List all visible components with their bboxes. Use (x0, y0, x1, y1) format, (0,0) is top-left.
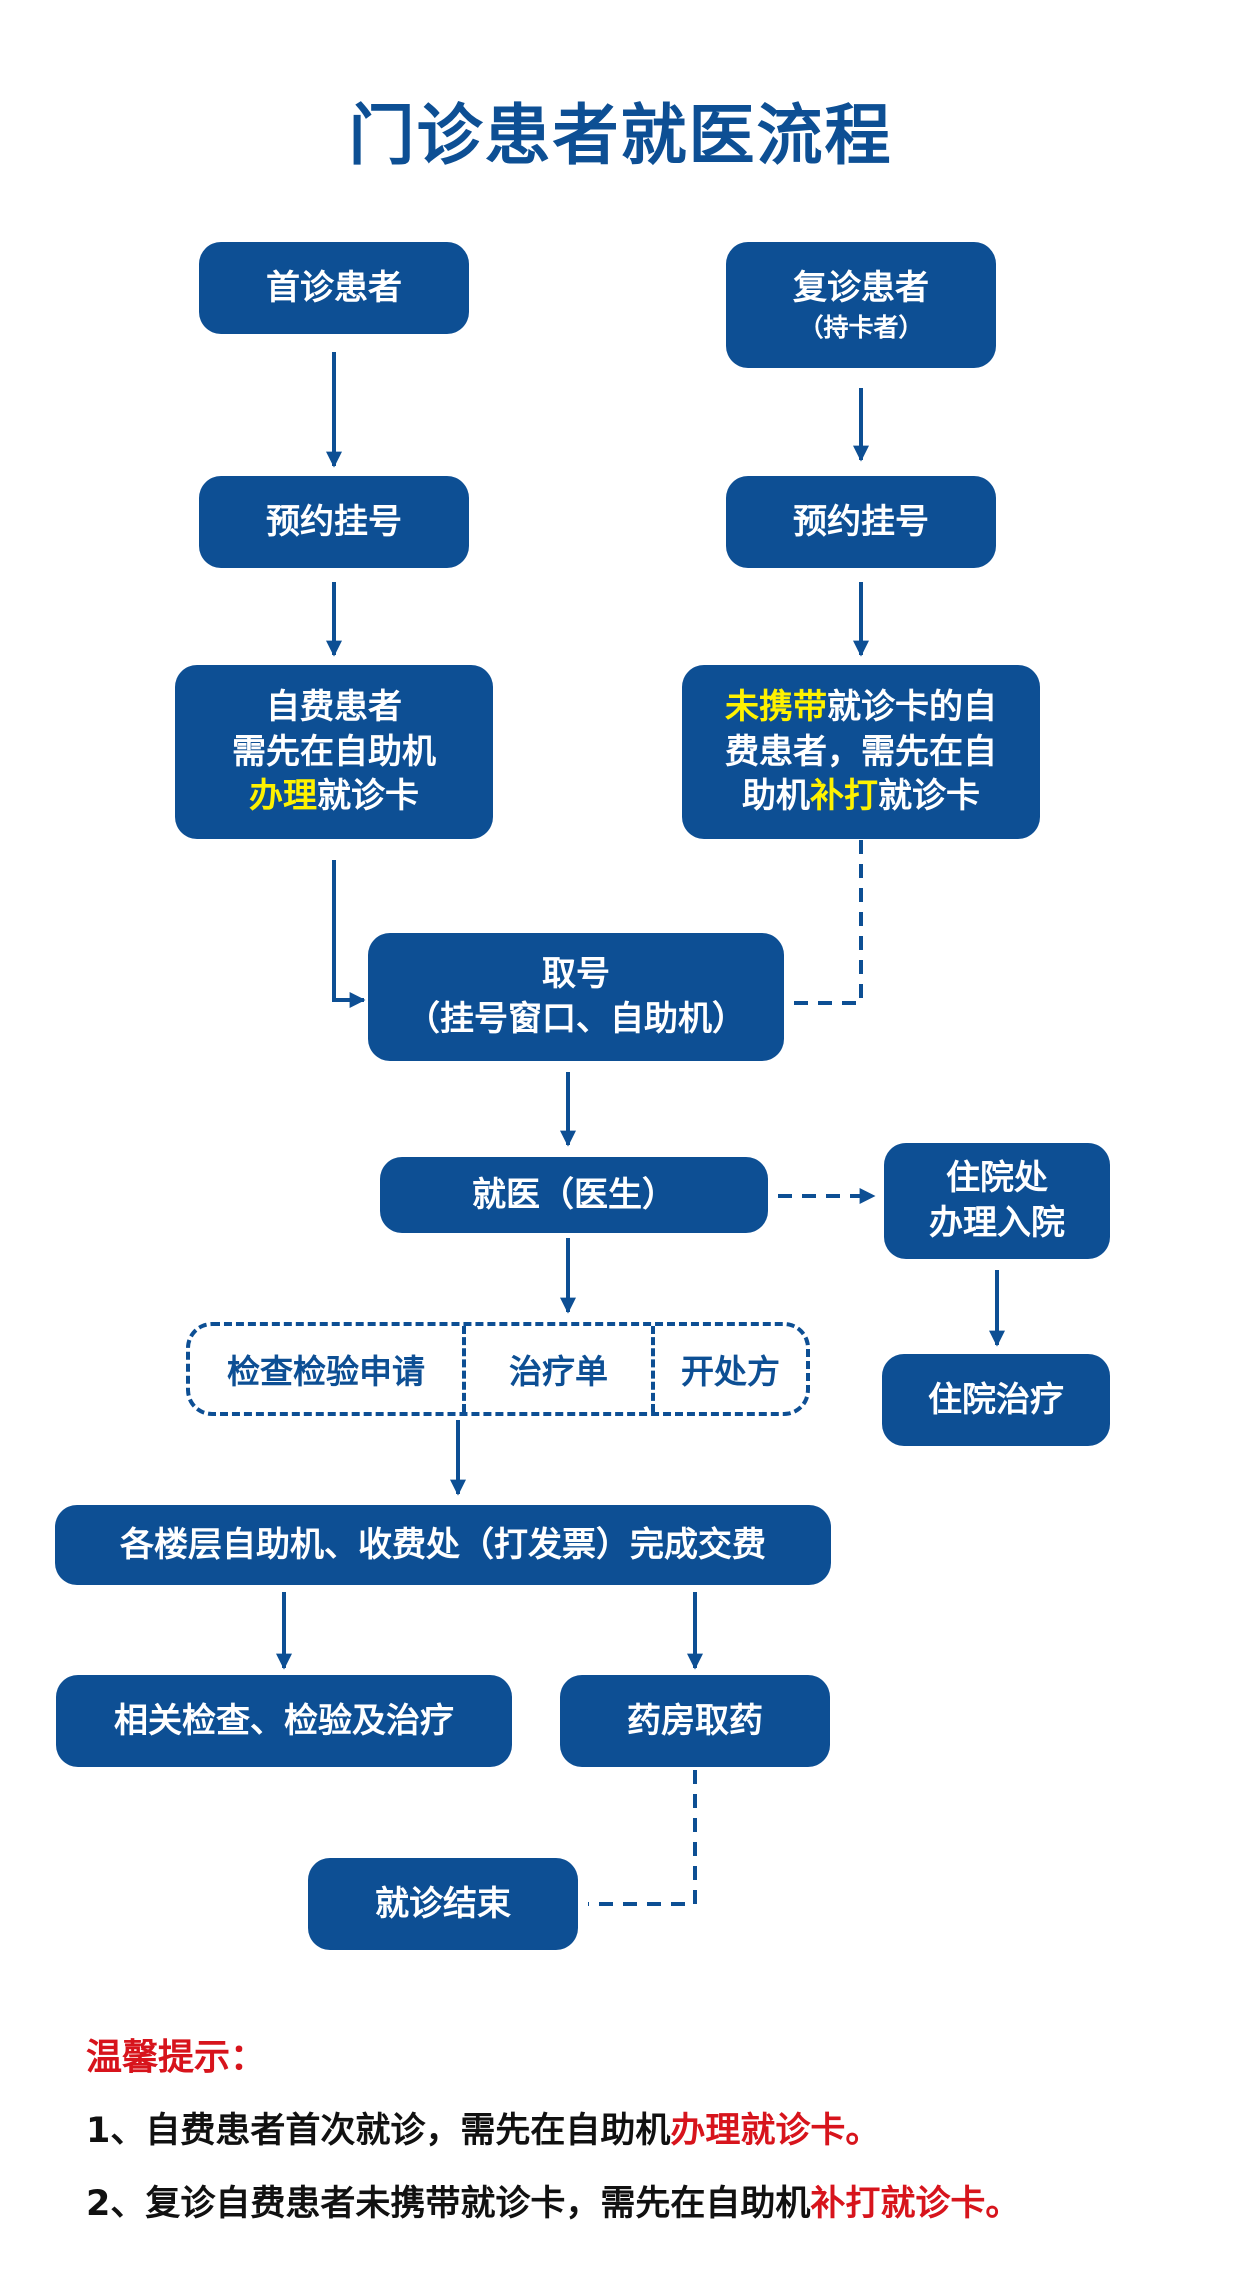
selfpay-new-line3: 办理就诊卡 (249, 774, 419, 819)
page-title: 门诊患者就医流程 (348, 97, 893, 174)
return-visit-sublabel: （持卡者） (798, 312, 924, 342)
exam-treatment-label: 相关检查、检验及治疗 (114, 1700, 454, 1741)
selfpay-return-pre3: 助机 (742, 776, 810, 817)
get-number-line2: （挂号窗口、自助机） (406, 999, 746, 1039)
selfpay-new-highlight: 办理 (249, 776, 317, 817)
inpatient-office-line1: 住院处 (946, 1158, 1048, 1199)
reserve-right-label: 预约挂号 (793, 501, 929, 542)
end-label: 就诊结束 (375, 1883, 511, 1924)
arrow-selfpay-to-getnumber (332, 860, 366, 1008)
return-visit-label: 复诊患者 (793, 268, 929, 309)
selfpay-return-line3: 助机补打就诊卡 (742, 774, 980, 819)
tip-1: 1、自费患者首次就诊，需先在自助机办理就诊卡。 (86, 2102, 1020, 2153)
end-node: 就诊结束 (308, 1858, 578, 1950)
selfpay-return-line1: 未携带就诊卡的自 (725, 685, 997, 730)
selfpay-return-node: 未携带就诊卡的自 费患者，需先在自 助机补打就诊卡 (682, 665, 1040, 839)
order-treatment-sheet: 治疗单 (462, 1326, 651, 1412)
payment-label: 各楼层自助机、收费处（打发票）完成交费 (120, 1524, 766, 1565)
tip-2-highlight: 补打就诊卡。 (810, 2184, 1021, 2224)
pharmacy-label: 药房取药 (627, 1700, 763, 1741)
order-exam-request: 检查检验申请 (227, 1352, 425, 1391)
reserve-left-label: 预约挂号 (266, 501, 402, 542)
selfpay-return-highlight3: 补打 (810, 776, 878, 817)
exam-treatment-node: 相关检查、检验及治疗 (56, 1675, 512, 1767)
see-doctor-node: 就医（医生） (380, 1157, 768, 1233)
selfpay-new-line1: 自费患者 (266, 686, 402, 727)
pharmacy-node: 药房取药 (560, 1675, 830, 1767)
tips-section: 温馨提示： 1、自费患者首次就诊，需先在自助机办理就诊卡。 2、复诊自费患者未携… (86, 2028, 1020, 2226)
selfpay-new-rest: 就诊卡 (317, 776, 419, 817)
tip-1-highlight: 办理就诊卡。 (670, 2111, 881, 2151)
get-number-node: 取号 （挂号窗口、自助机） (368, 933, 784, 1061)
inpatient-treatment-label: 住院治疗 (928, 1379, 1064, 1420)
inpatient-treatment-node: 住院治疗 (882, 1354, 1110, 1446)
selfpay-return-highlight1: 未携带 (725, 686, 827, 727)
selfpay-return-rest3: 就诊卡 (878, 776, 980, 817)
see-doctor-label: 就医（医生） (472, 1174, 676, 1215)
reserve-left-node: 预约挂号 (199, 476, 469, 568)
order-prescription: 开处方 (651, 1326, 806, 1412)
selfpay-new-node: 自费患者 需先在自助机 办理就诊卡 (175, 665, 493, 839)
payment-node: 各楼层自助机、收费处（打发票）完成交费 (55, 1505, 831, 1585)
selfpay-new-line2: 需先在自助机 (232, 731, 436, 772)
inpatient-office-line2: 办理入院 (929, 1203, 1065, 1243)
inpatient-office-node: 住院处 办理入院 (884, 1143, 1110, 1259)
selfpay-return-rest1: 就诊卡的自 (827, 686, 997, 727)
dashed-selfpay-return-to-getnumber (788, 840, 863, 1005)
tip-1-text: 1、自费患者首次就诊，需先在自助机 (86, 2111, 671, 2151)
get-number-line1: 取号 (542, 954, 610, 995)
first-visit-label: 首诊患者 (266, 267, 402, 308)
tip-2: 2、复诊自费患者未携带就诊卡，需先在自助机补打就诊卡。 (86, 2175, 1020, 2226)
doctor-orders-group: 检查检验申请 治疗单 开处方 (186, 1322, 810, 1416)
tip-2-text: 2、复诊自费患者未携带就诊卡，需先在自助机 (86, 2184, 811, 2224)
selfpay-return-line2: 费患者，需先在自 (725, 731, 997, 772)
first-visit-node: 首诊患者 (199, 242, 469, 334)
return-visit-node: 复诊患者 （持卡者） (726, 242, 996, 368)
tips-title: 温馨提示： (86, 2037, 267, 2078)
reserve-right-node: 预约挂号 (726, 476, 996, 568)
dashed-pharmacy-to-end (588, 1770, 697, 1906)
